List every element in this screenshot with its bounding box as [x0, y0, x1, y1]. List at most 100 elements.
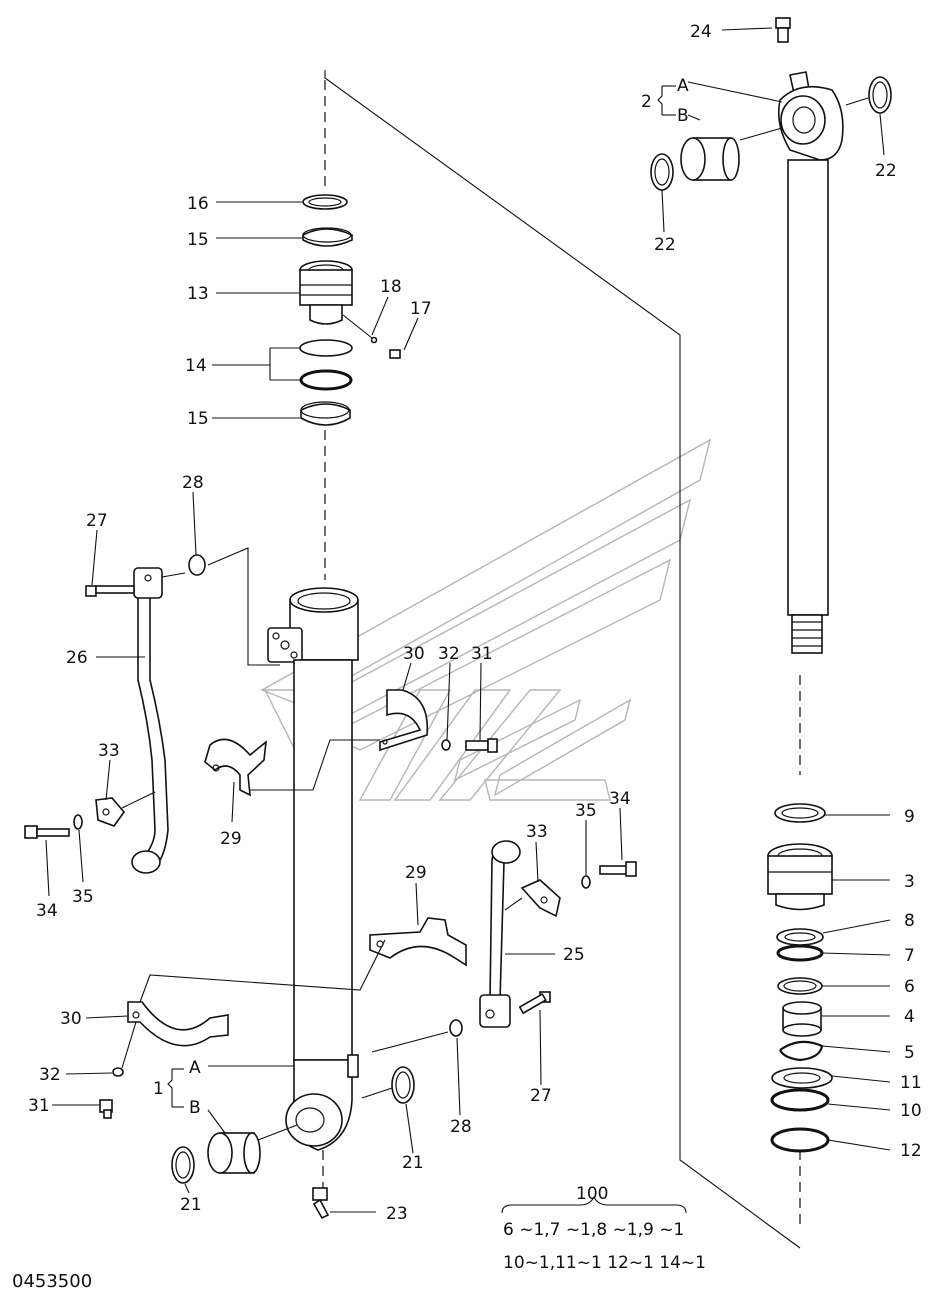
callout-2-b: B	[677, 106, 689, 126]
callout-33-upper: 33	[98, 741, 120, 761]
bolt-34-upper	[24, 825, 70, 839]
callout-21-left: 21	[180, 1195, 202, 1215]
drawing-number: 0453500	[12, 1271, 92, 1292]
callout-26: 26	[66, 648, 88, 668]
clamp-30-upper	[250, 689, 429, 791]
ring-7	[776, 944, 824, 962]
callout-31-upper: 31	[471, 644, 493, 664]
callout-31-lower: 31	[28, 1096, 50, 1116]
callout-25: 25	[563, 945, 585, 965]
callout-15-lower: 15	[187, 409, 209, 429]
ring-16	[302, 194, 348, 210]
seals-14	[299, 339, 353, 391]
callout-23: 23	[386, 1204, 408, 1224]
callout-2: 2	[641, 92, 652, 112]
callout-28-upper: 28	[182, 473, 204, 493]
washer-35-upper	[73, 814, 83, 830]
pipe-25	[479, 840, 521, 1028]
callout-6: 6	[904, 977, 915, 997]
seal-kit-note: 100 6 ~1,7 ~1,8 ~1,9 ~1 10~1,11~1 12~1 1…	[503, 1184, 706, 1273]
callout-35-upper: 35	[72, 887, 94, 907]
callout-33-lower: 33	[526, 822, 548, 842]
oring-28-lower	[371, 1019, 463, 1053]
callout-12: 12	[900, 1141, 922, 1161]
bolt-27-lower	[518, 991, 551, 1015]
bolt-31-lower	[99, 1099, 113, 1119]
callout-17: 17	[410, 299, 432, 319]
callout-14: 14	[185, 356, 207, 376]
pin-18	[342, 314, 378, 344]
callout-22-right: 22	[875, 161, 897, 181]
callout-1: 1	[153, 1079, 164, 1099]
clamp-29-upper	[204, 738, 268, 797]
callout-3: 3	[904, 872, 915, 892]
ring-22-left	[650, 153, 674, 191]
clamp-33-lower	[504, 879, 561, 918]
ring-9	[774, 803, 826, 823]
callout-2-a: A	[677, 76, 689, 96]
ring-21-left	[171, 1146, 195, 1184]
callout-4: 4	[904, 1007, 915, 1027]
ring-12	[770, 1127, 830, 1153]
callout-27-lower: 27	[530, 1086, 552, 1106]
callout-5: 5	[904, 1043, 915, 1063]
callout-9: 9	[904, 807, 915, 827]
oring-28-upper	[188, 547, 280, 666]
seal-kit-line-2: 10~1,11~1 12~1 14~1	[503, 1253, 706, 1273]
watermark-logo	[260, 438, 712, 801]
ring-15-upper	[302, 227, 353, 247]
grease-fitting-23	[312, 1187, 330, 1220]
seal-kit-number: 100	[576, 1184, 608, 1204]
piston-3	[767, 843, 833, 911]
callout-24: 24	[690, 22, 712, 42]
callout-28-lower: 28	[450, 1117, 472, 1137]
callout-30-upper: 30	[403, 644, 425, 664]
callout-34-upper: 34	[36, 901, 58, 921]
screw-17	[389, 349, 401, 359]
piston-rod-2A	[739, 71, 844, 654]
callout-29-lower: 29	[405, 863, 427, 883]
ring-8	[776, 928, 824, 946]
washer-35-lower	[581, 875, 591, 889]
callout-27-upper: 27	[86, 511, 108, 531]
callout-15-upper: 15	[187, 230, 209, 250]
bushing-1B	[207, 1124, 298, 1174]
bushing-2B	[680, 137, 740, 181]
callout-10: 10	[900, 1101, 922, 1121]
ring-21-right	[361, 1066, 415, 1104]
callout-32-upper: 32	[438, 644, 460, 664]
grease-fitting-24	[775, 17, 791, 43]
bolt-27-upper	[85, 585, 135, 597]
oring-32-lower	[112, 1021, 137, 1077]
assembly-lines	[322, 70, 801, 1249]
pipe-26	[131, 567, 186, 874]
clamp-33-upper	[95, 791, 156, 827]
leader-lines	[45, 27, 891, 1214]
callout-1-b: B	[189, 1098, 201, 1118]
callout-21-right: 21	[402, 1153, 424, 1173]
callout-8: 8	[904, 911, 915, 931]
callout-32-lower: 32	[39, 1065, 61, 1085]
callout-1-a: A	[189, 1058, 201, 1078]
callout-30-lower: 30	[60, 1009, 82, 1029]
callout-7: 7	[904, 946, 915, 966]
callout-29-upper: 29	[220, 829, 242, 849]
seal-kit-line-1: 6 ~1,7 ~1,8 ~1,9 ~1	[503, 1220, 684, 1240]
gland-13	[299, 260, 353, 325]
callout-34-lower: 34	[609, 789, 631, 809]
ring-22-right	[845, 76, 892, 114]
callout-16: 16	[187, 194, 209, 214]
callout-18: 18	[380, 277, 402, 297]
callout-11: 11	[900, 1073, 922, 1093]
ring-10	[770, 1088, 830, 1112]
callout-35-lower: 35	[575, 801, 597, 821]
snap-ring-5	[779, 1040, 824, 1062]
ring-6	[777, 977, 823, 995]
bolt-31-upper	[465, 738, 498, 753]
oring-32-upper	[441, 739, 451, 751]
collar-4	[782, 1001, 822, 1037]
ring-11	[771, 1067, 833, 1089]
callout-22-left: 22	[654, 235, 676, 255]
